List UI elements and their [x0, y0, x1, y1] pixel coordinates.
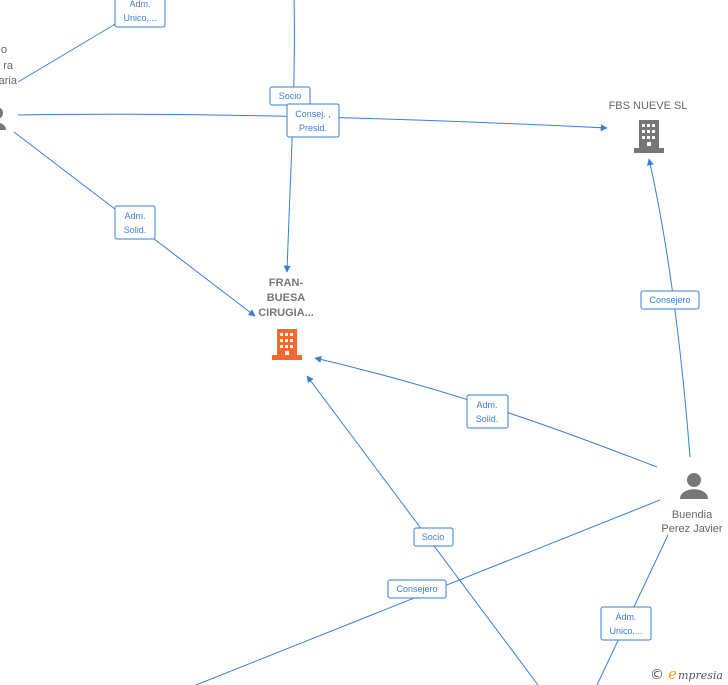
node-left-partial[interactable]: o ra aria — [0, 44, 18, 130]
node-label-line: FRAN- — [269, 277, 304, 289]
edge-label-socio-top[interactable]: Socio — [269, 86, 311, 106]
brand-name: mpresia — [678, 669, 723, 682]
building-icon — [272, 329, 302, 360]
building-icon — [634, 120, 664, 153]
edge-label-line: Consej. , — [295, 109, 331, 119]
copyright-symbol: © — [650, 667, 664, 683]
edge-label-consej-presid[interactable]: Consej. , Presid. — [286, 103, 340, 138]
node-label-line: BUESA — [267, 292, 306, 304]
brand-watermark: © e mpresia — [650, 665, 723, 683]
brand-logo-initial: e — [668, 665, 677, 683]
node-label-line: aria — [0, 75, 18, 87]
edge-label-line: Adm. — [124, 211, 145, 221]
edge-label-line: Presid. — [299, 123, 327, 133]
edge-label-line: Socio — [279, 91, 302, 101]
edge-label-line: Socio — [422, 532, 445, 542]
edge-label-consejero-bottom[interactable]: Consejero — [387, 579, 447, 599]
node-fbs-nueve[interactable]: FBS NUEVE SL — [609, 100, 688, 153]
node-fran-buesa[interactable]: FRAN- BUESA CIRUGIA... — [258, 277, 314, 360]
node-label-line: ra — [3, 60, 14, 72]
edge-label-socio-bottom[interactable]: Socio — [413, 527, 454, 547]
edge-label-adm-solid-right[interactable]: Adm. Solid. — [466, 394, 509, 429]
node-label-line: Perez Javier — [661, 523, 722, 535]
edge-label-consejero-right[interactable]: Consejero — [640, 290, 700, 310]
node-buendia[interactable]: Buendia Perez Javier — [661, 473, 723, 535]
edge-label-line: Adm. — [615, 612, 636, 622]
edge-consejero-right — [646, 158, 691, 458]
node-label-line: FBS NUEVE SL — [609, 100, 688, 112]
edge-label-adm-unico-top[interactable]: Adm. Unico,... — [114, 0, 166, 28]
node-label-line: Buendia — [672, 509, 713, 521]
node-label-line: CIRUGIA... — [258, 307, 314, 319]
person-icon — [680, 473, 708, 499]
edges — [13, 0, 691, 685]
edge-label-line: Unico,... — [123, 13, 156, 23]
edge-adm-unico-top — [17, 19, 123, 83]
edge-label-adm-solid-left[interactable]: Adm. Solid. — [114, 205, 156, 240]
person-icon — [0, 107, 6, 130]
node-label-line: o — [1, 44, 7, 56]
edge-label-line: Solid. — [476, 414, 499, 424]
edge-label-line: Solid. — [124, 225, 147, 235]
edge-label-line: Consejero — [396, 584, 437, 594]
edge-label-line: Consejero — [649, 295, 690, 305]
edge-label-line: Adm. — [476, 400, 497, 410]
edge-label-line: Unico,... — [609, 626, 642, 636]
edge-label-line: Adm. — [129, 0, 150, 9]
edge-label-adm-unico-bottom[interactable]: Adm. Unico,... — [600, 606, 652, 641]
